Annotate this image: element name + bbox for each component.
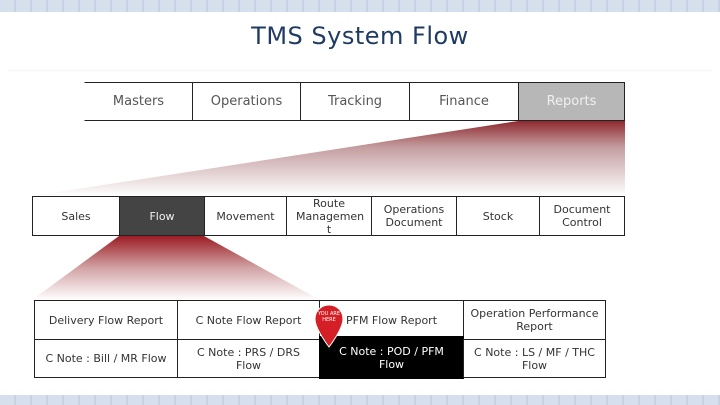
report-label: C Note : POD / PFM Flow (339, 344, 444, 371)
nav-tracking[interactable]: Tracking (300, 82, 410, 121)
report-pod-pfm-flow[interactable]: C Note : POD / PFM Flow (319, 336, 464, 379)
report-prs-drs-flow[interactable]: C Note : PRS / DRS Flow (177, 339, 320, 378)
nav-masters[interactable]: Masters (84, 82, 193, 121)
subnav-route-management[interactable]: Route Managemen t (286, 196, 372, 236)
bottom-decorative-stripe (0, 395, 720, 405)
nav-label: Masters (112, 94, 165, 109)
report-label: C Note : Bill / MR Flow (45, 352, 167, 365)
page-title: TMS System Flow (251, 22, 469, 50)
marker-label: YOU ARE HERE (317, 311, 341, 323)
subnav-stock[interactable]: Stock (456, 196, 540, 236)
report-label: Operation Performance Report (470, 307, 599, 333)
nav-label: Tracking (327, 94, 383, 109)
report-label: C Note Flow Report (195, 313, 302, 327)
subnav-document-control[interactable]: Document Control (539, 196, 625, 236)
subnav-operations-document[interactable]: Operations Document (371, 196, 457, 236)
nav-label: Reports (546, 94, 597, 109)
subnav-sales[interactable]: Sales (32, 196, 120, 236)
subnav-label: Sales (61, 209, 91, 223)
map-pin-icon (314, 304, 344, 348)
nav-label: Operations (210, 94, 283, 109)
report-label: C Note : LS / MF / THC Flow (474, 345, 595, 372)
subnav-label: Route Managemen t (296, 196, 365, 236)
subnav-label: Stock (482, 209, 514, 223)
subnav-flow[interactable]: Flow (119, 196, 205, 236)
flow-funnel (32, 236, 320, 300)
report-label: PFM Flow Report (345, 313, 438, 327)
top-decorative-stripe (0, 0, 720, 12)
subnav-label: Document Control (553, 203, 611, 229)
nav-operations[interactable]: Operations (192, 82, 301, 121)
report-delivery-flow[interactable]: Delivery Flow Report (34, 300, 178, 340)
report-label: C Note : PRS / DRS Flow (197, 345, 300, 372)
title-divider (8, 70, 712, 72)
subnav-label: Flow (149, 209, 175, 223)
subnav-label: Operations Document (383, 203, 445, 229)
report-bill-mr-flow[interactable]: C Note : Bill / MR Flow (34, 339, 178, 378)
report-operation-performance[interactable]: Operation Performance Report (463, 300, 606, 340)
report-ls-mf-thc-flow[interactable]: C Note : LS / MF / THC Flow (463, 339, 606, 378)
you-are-here-marker: YOU ARE HERE (314, 304, 344, 348)
nav-reports[interactable]: Reports (518, 82, 625, 121)
reports-funnel (32, 121, 625, 196)
subnav-label: Movement (216, 209, 275, 223)
subnav-movement[interactable]: Movement (204, 196, 287, 236)
nav-finance[interactable]: Finance (409, 82, 519, 121)
report-label: Delivery Flow Report (48, 313, 164, 327)
report-c-note-flow[interactable]: C Note Flow Report (177, 300, 320, 340)
nav-label: Finance (439, 94, 489, 109)
